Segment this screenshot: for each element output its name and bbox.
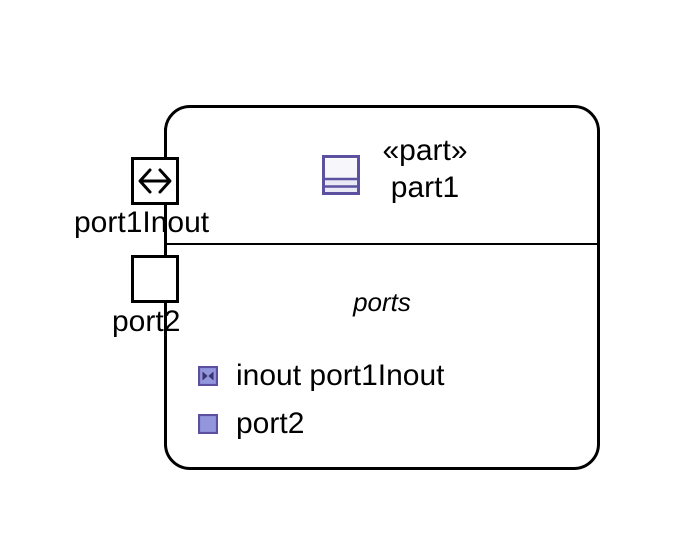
compartment-divider	[164, 243, 600, 245]
port-list-label: inout port1Inout	[236, 359, 445, 392]
proxy-port-inout-icon	[197, 365, 219, 387]
part-block-icon	[322, 155, 361, 195]
part-box[interactable]	[164, 105, 600, 470]
boundary-port-label-port1Inout: port1Inout	[74, 206, 210, 239]
boundary-port-port1Inout[interactable]	[131, 157, 179, 205]
port-list-label: port2	[236, 407, 305, 440]
part-header-text: «part» part1	[382, 133, 467, 206]
bidirectional-arrow-icon	[138, 168, 172, 194]
part-header: «part» part1	[195, 133, 595, 206]
boundary-port-label-port2: port2	[112, 305, 181, 338]
port-square-icon	[197, 413, 219, 435]
list-item[interactable]: port2	[197, 400, 598, 448]
part-name: part1	[390, 170, 460, 204]
boundary-port-port2[interactable]	[131, 255, 179, 303]
ports-list: inout port1Inout port2	[197, 352, 598, 448]
ports-compartment-title: ports	[353, 287, 411, 317]
part-stereotype: «part»	[382, 134, 468, 167]
list-item[interactable]: inout port1Inout	[197, 352, 598, 400]
